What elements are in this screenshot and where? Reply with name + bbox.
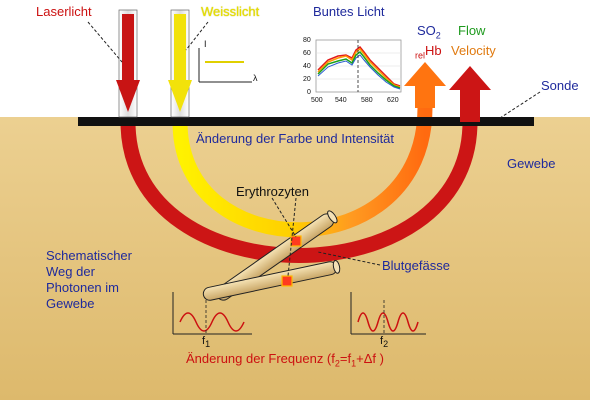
- laser-beam: [122, 14, 134, 82]
- probe-bar: [78, 117, 534, 126]
- so2-label: SO2: [417, 24, 441, 41]
- leader-laser: [87, 21, 123, 63]
- freq-pre: Änderung der Frequenz (f: [186, 351, 335, 366]
- schematic-line-4: Gewebe: [46, 296, 95, 311]
- frequency-wave-f1: [172, 292, 252, 335]
- spectrum-ytick-0: 0: [307, 89, 311, 96]
- freq-sub1: 1: [351, 358, 357, 369]
- leader-white: [185, 21, 209, 51]
- leader-blutgefaesse: [317, 251, 381, 266]
- tissue-label: Gewebe: [507, 156, 556, 171]
- f2-text: f: [380, 335, 384, 347]
- spectrum-xtick-500: 500: [311, 97, 323, 104]
- laser-photon-path: [120, 121, 478, 263]
- freq-post: +Δf ): [356, 351, 384, 366]
- spectrum-xtick-540: 540: [335, 97, 347, 104]
- flow-label: Flow: [458, 23, 486, 38]
- schematic-path-label: Schematischer Weg der Photonen im Gewebe: [46, 248, 132, 312]
- freq-mid: =f: [339, 351, 352, 366]
- white-light-spectrum-inset: [198, 48, 252, 83]
- so2-subscript: 2: [435, 30, 441, 41]
- so2-text: SO: [417, 23, 436, 38]
- laser-label: Laserlicht: [36, 4, 92, 19]
- color-change-label: Änderung der Farbe und Intensität: [196, 131, 395, 146]
- f2-subscript: 2: [383, 339, 389, 350]
- white-light-beam-arrow: [168, 80, 192, 112]
- sonde-label: Sonde: [541, 78, 579, 93]
- relhb-prefix: rel: [415, 50, 426, 61]
- laser-beam-arrow: [116, 80, 140, 112]
- f1-subscript: 1: [205, 339, 211, 350]
- inset-intensity-label: I: [204, 39, 207, 49]
- spectrum-ytick-60: 60: [303, 50, 311, 57]
- leader-erythrozyten-2: [287, 197, 297, 277]
- f1-text: f: [202, 335, 206, 347]
- schematic-line-3: Photonen im: [46, 280, 119, 295]
- f1-label: f1: [202, 336, 210, 349]
- erythrocyte-upper: [290, 235, 302, 247]
- schematic-line-2: Weg der: [46, 264, 95, 279]
- relhb-text: Hb: [425, 43, 442, 58]
- relhb-label: relHb: [415, 44, 442, 61]
- blood-vessels-label: Blutgefässe: [382, 258, 450, 273]
- colored-light-label: Buntes Licht: [313, 4, 385, 19]
- spectrum-ytick-40: 40: [303, 63, 311, 70]
- frequency-wave-f2: [350, 292, 426, 335]
- leader-erythrozyten: [271, 197, 297, 238]
- schematic-line-1: Schematischer: [46, 248, 132, 263]
- colored-light-spectrum: [315, 39, 402, 93]
- so2-exit-arrow: [404, 62, 446, 108]
- spectrum-ytick-80: 80: [303, 37, 311, 44]
- spectrum-ytick-20: 20: [303, 76, 311, 83]
- inset-lambda-label: λ: [253, 73, 258, 83]
- frequency-change-label: Änderung der Frequenz (f2=f1+Δf ): [186, 352, 384, 369]
- erythrocytes-label: Erythrozyten: [236, 184, 309, 199]
- f2-label: f2: [380, 336, 388, 349]
- white-light-beam: [174, 14, 186, 82]
- white-light-label: Weisslicht: [201, 4, 260, 19]
- erythrocyte-lower: [281, 275, 293, 287]
- freq-sub2: 2: [334, 358, 340, 369]
- flow-exit-arrow: [449, 66, 491, 122]
- velocity-label: Velocity: [451, 43, 496, 58]
- spectrum-xtick-580: 580: [361, 97, 373, 104]
- blood-vessels: [202, 210, 341, 301]
- leader-sonde: [499, 91, 541, 119]
- spectrum-xtick-620: 620: [387, 97, 399, 104]
